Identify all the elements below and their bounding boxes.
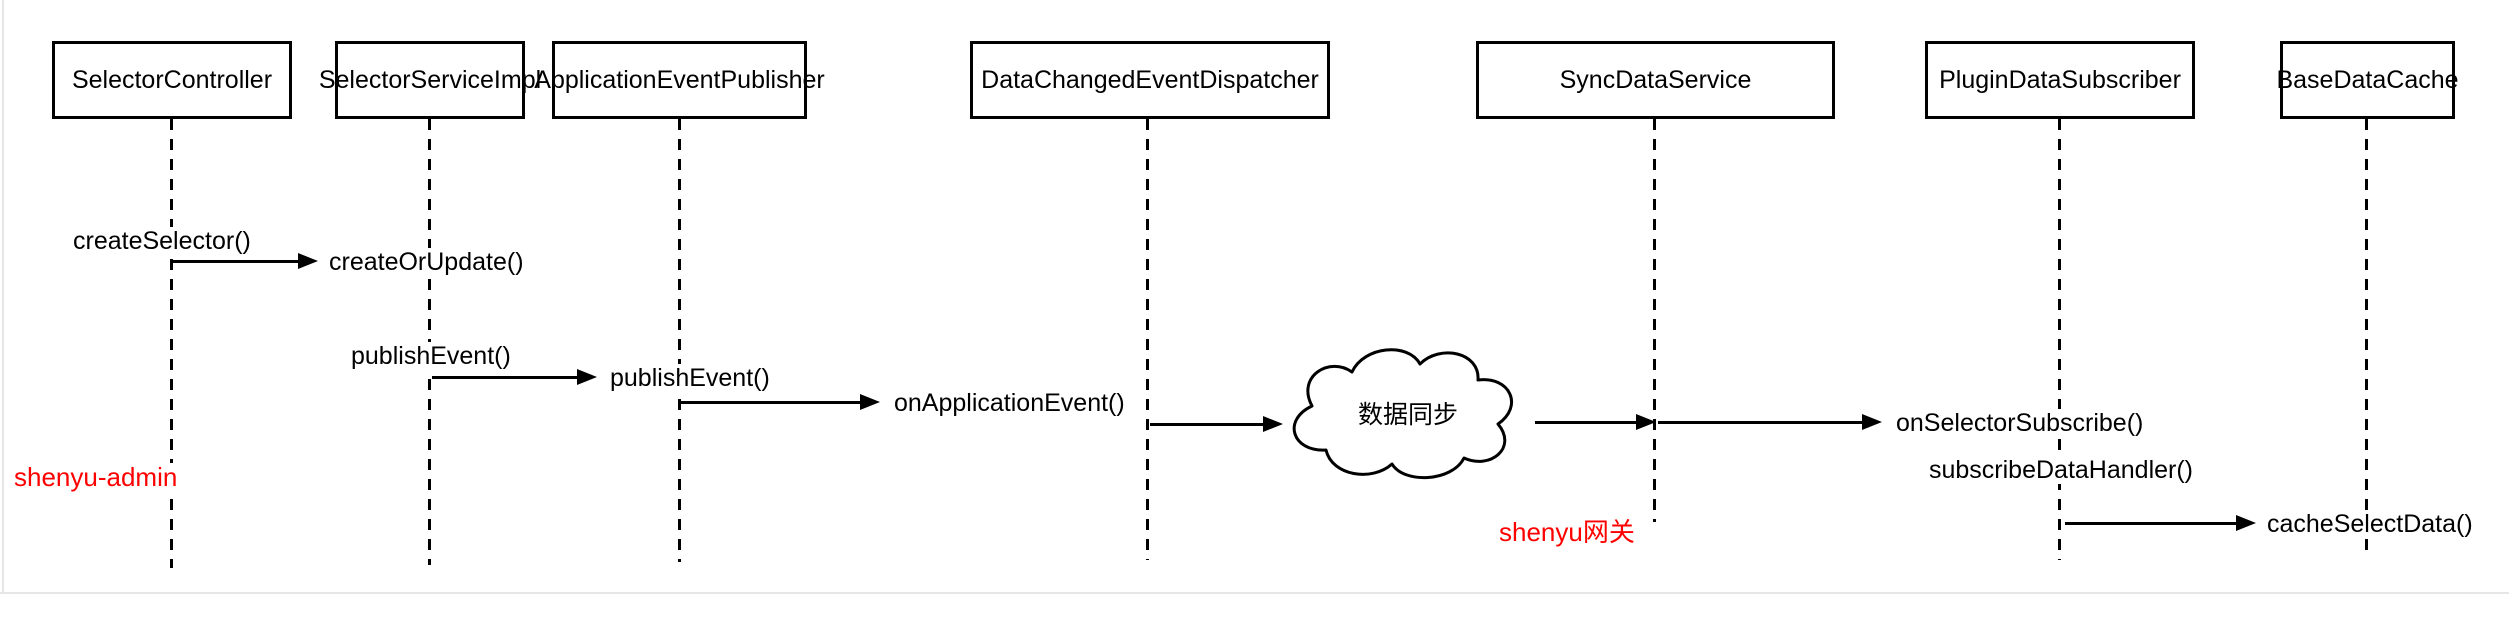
message-arrow-on-selector-subscribe	[1658, 414, 1882, 430]
left-border-line	[2, 0, 4, 593]
lifeline-sync-data-service	[1653, 119, 1656, 522]
annotation-shenyu-admin: shenyu-admin	[14, 462, 178, 492]
participant-box-plugin-data-subscriber: PluginDataSubscriber	[1925, 41, 2195, 119]
participant-box-base-data-cache: BaseDataCache	[2276, 41, 2459, 119]
message-label-publish-event-1: publishEvent()	[348, 342, 514, 370]
lifeline-data-changed-event-dispatcher	[1146, 119, 1149, 560]
participant-box-selector-controller: SelectorController	[52, 41, 292, 119]
participant-box-application-event-publisher: ApplicationEventPublisher	[534, 41, 825, 119]
participant-box-data-changed-event-dispatcher: DataChangedEventDispatcher	[970, 41, 1330, 119]
data-sync-cloud-label: 数据同步	[1357, 401, 1458, 429]
message-arrow-publish-event-1	[432, 369, 597, 385]
message-label-create-or-update: createOrUpdate()	[326, 248, 527, 276]
lifeline-plugin-data-subscriber	[2058, 119, 2061, 560]
message-arrow-cache-select-data	[2065, 515, 2256, 531]
participant-box-selector-service-impl: SelectorServiceImpl	[319, 41, 541, 119]
annotation-shenyu-gateway: shenyu网关	[1499, 517, 1635, 547]
message-label-publish-event-2: publishEvent()	[607, 364, 773, 392]
message-arrow-create-selector	[172, 253, 318, 269]
lifeline-selector-controller	[170, 119, 173, 568]
message-arrow-to-sync-cloud	[1150, 416, 1283, 432]
message-arrow-publish-event-2	[680, 394, 880, 410]
bottom-border-line	[0, 592, 2509, 594]
lifeline-application-event-publisher	[678, 119, 681, 562]
message-label-create-selector: createSelector()	[70, 227, 254, 255]
lifeline-base-data-cache	[2365, 119, 2368, 558]
message-label-on-selector-subscribe: onSelectorSubscribe()	[1893, 409, 2147, 437]
message-label-cache-select-data: cacheSelectData()	[2264, 510, 2476, 538]
data-sync-cloud	[1292, 348, 1513, 479]
message-label-on-application-event: onApplicationEvent()	[891, 389, 1128, 417]
participant-box-sync-data-service: SyncDataService	[1476, 41, 1835, 119]
message-label-subscribe-data-handler: subscribeDataHandler()	[1926, 456, 2197, 484]
message-arrow-cloud-to-sync-data-service	[1535, 414, 1656, 430]
